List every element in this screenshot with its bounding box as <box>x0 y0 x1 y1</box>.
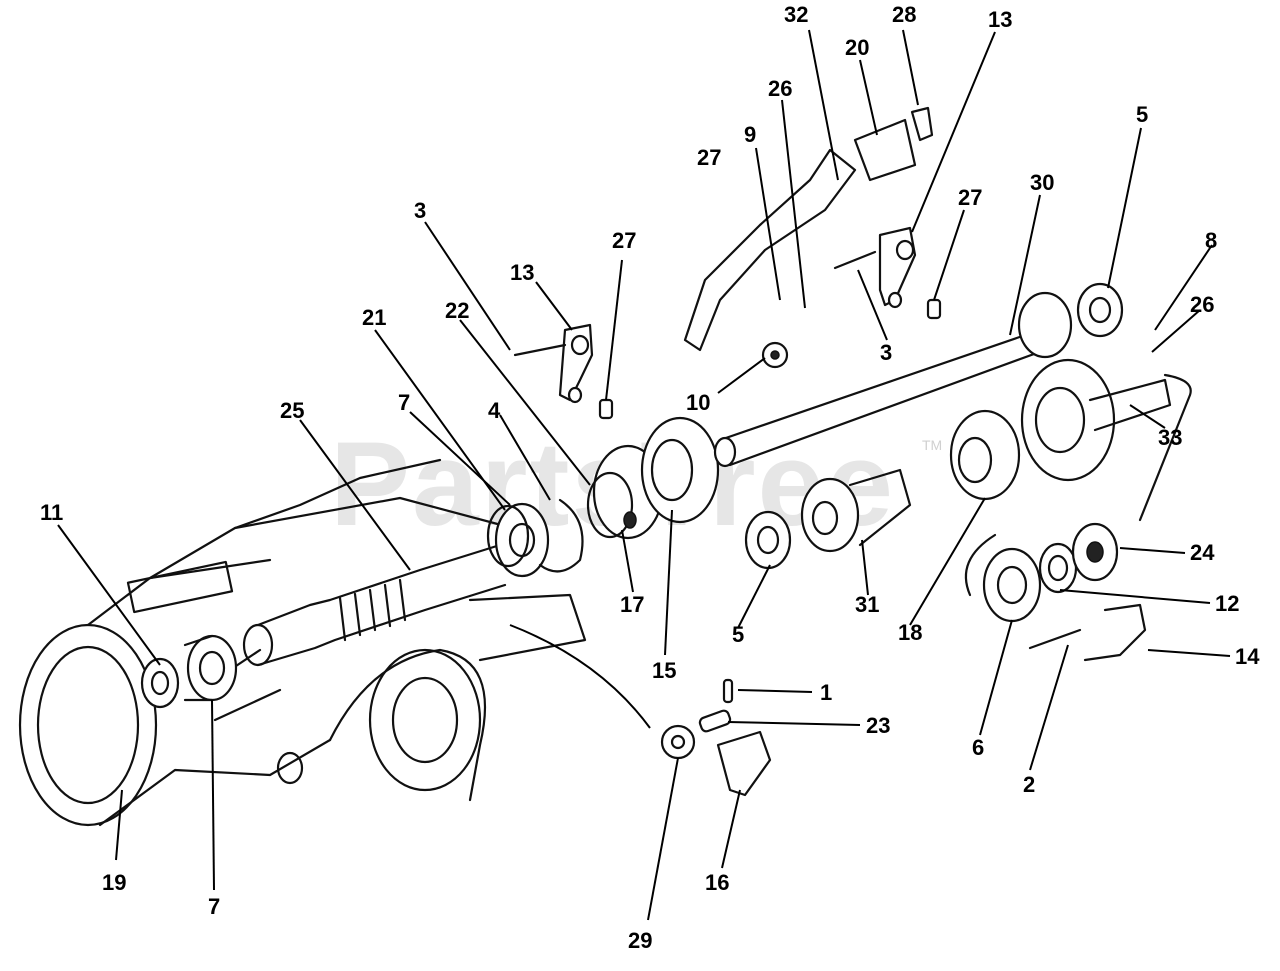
shift-lever-14 <box>1083 603 1147 662</box>
callout-16: 16 <box>705 870 729 895</box>
shift-arm-13-lower <box>558 323 594 404</box>
callout-10: 10 <box>686 390 710 415</box>
callout-4: 4 <box>488 398 501 423</box>
callout-22: 22 <box>445 298 469 323</box>
bearing-7-left <box>183 634 238 702</box>
sprocket-29 <box>660 724 696 760</box>
bearing-5-center <box>744 510 792 570</box>
callout-8: 8 <box>1205 228 1217 253</box>
coupler-24 <box>1071 522 1119 582</box>
callout-27-mid: 27 <box>958 185 982 210</box>
bracket-16 <box>716 730 772 797</box>
callout-31: 31 <box>855 592 879 617</box>
input-shaft <box>242 543 507 667</box>
callout-30: 30 <box>1030 170 1054 195</box>
callout-32: 32 <box>784 2 808 27</box>
callout-3-left: 3 <box>414 198 426 223</box>
shift-arm-13-upper <box>878 226 917 309</box>
pin-23-and-1 <box>698 678 734 733</box>
callout-20: 20 <box>845 35 869 60</box>
callout-26-right: 26 <box>1190 292 1214 317</box>
pin-2 <box>1028 628 1082 650</box>
callout-12: 12 <box>1215 591 1239 616</box>
main-shaft-30 <box>713 328 1047 468</box>
callout-19: 19 <box>102 870 126 895</box>
callout-17: 17 <box>620 592 644 617</box>
callout-18: 18 <box>898 620 922 645</box>
callout-13-left: 13 <box>510 260 534 285</box>
leader-lines <box>57 29 1231 921</box>
washer-10 <box>761 341 789 369</box>
gear-31 <box>800 468 912 553</box>
leader-loop <box>964 533 997 597</box>
callout-24: 24 <box>1190 540 1215 565</box>
callout-3-right: 3 <box>880 340 892 365</box>
callout-21: 21 <box>362 305 386 330</box>
gear-33 <box>1020 358 1192 522</box>
callout-6: 6 <box>972 735 984 760</box>
callout-2: 2 <box>1023 772 1035 797</box>
callout-25: 25 <box>280 398 304 423</box>
callout-11: 11 <box>40 500 63 525</box>
callout-27-top: 27 <box>697 145 721 170</box>
gear-right-upper <box>1017 282 1124 359</box>
bearing-11 <box>140 657 180 709</box>
seal-12 <box>1038 542 1078 594</box>
callout-labels: 32 28 13 20 26 27 9 5 27 30 8 26 3 13 27… <box>40 2 1260 953</box>
callout-5-mid: 5 <box>732 622 744 647</box>
pin-27-lower <box>598 398 614 420</box>
callout-26-top: 26 <box>768 76 792 101</box>
callout-28: 28 <box>892 2 916 27</box>
watermark-trademark: TM <box>922 437 942 453</box>
callout-7-lower: 7 <box>208 894 220 919</box>
roll-pin-3-lower <box>513 343 567 357</box>
bearing-7-right <box>486 502 550 578</box>
gear-18 <box>949 409 1021 501</box>
callout-33: 33 <box>1158 425 1182 450</box>
callout-5-top: 5 <box>1136 102 1148 127</box>
pin-27-upper <box>926 298 942 320</box>
shift-lever-32 <box>683 106 934 352</box>
roll-pin-3-upper <box>833 250 877 270</box>
callout-23: 23 <box>866 713 890 738</box>
callout-27-left: 27 <box>612 228 636 253</box>
snap-ring-4 <box>538 498 584 573</box>
callout-29: 29 <box>628 928 652 953</box>
callout-15: 15 <box>652 658 676 683</box>
callout-9: 9 <box>744 122 756 147</box>
bearing-6 <box>982 547 1042 623</box>
gear-15 <box>640 416 720 524</box>
callout-14: 14 <box>1235 644 1260 669</box>
callout-1: 1 <box>820 680 832 705</box>
callout-13-top: 13 <box>988 7 1012 32</box>
callout-7-upper: 7 <box>398 390 410 415</box>
